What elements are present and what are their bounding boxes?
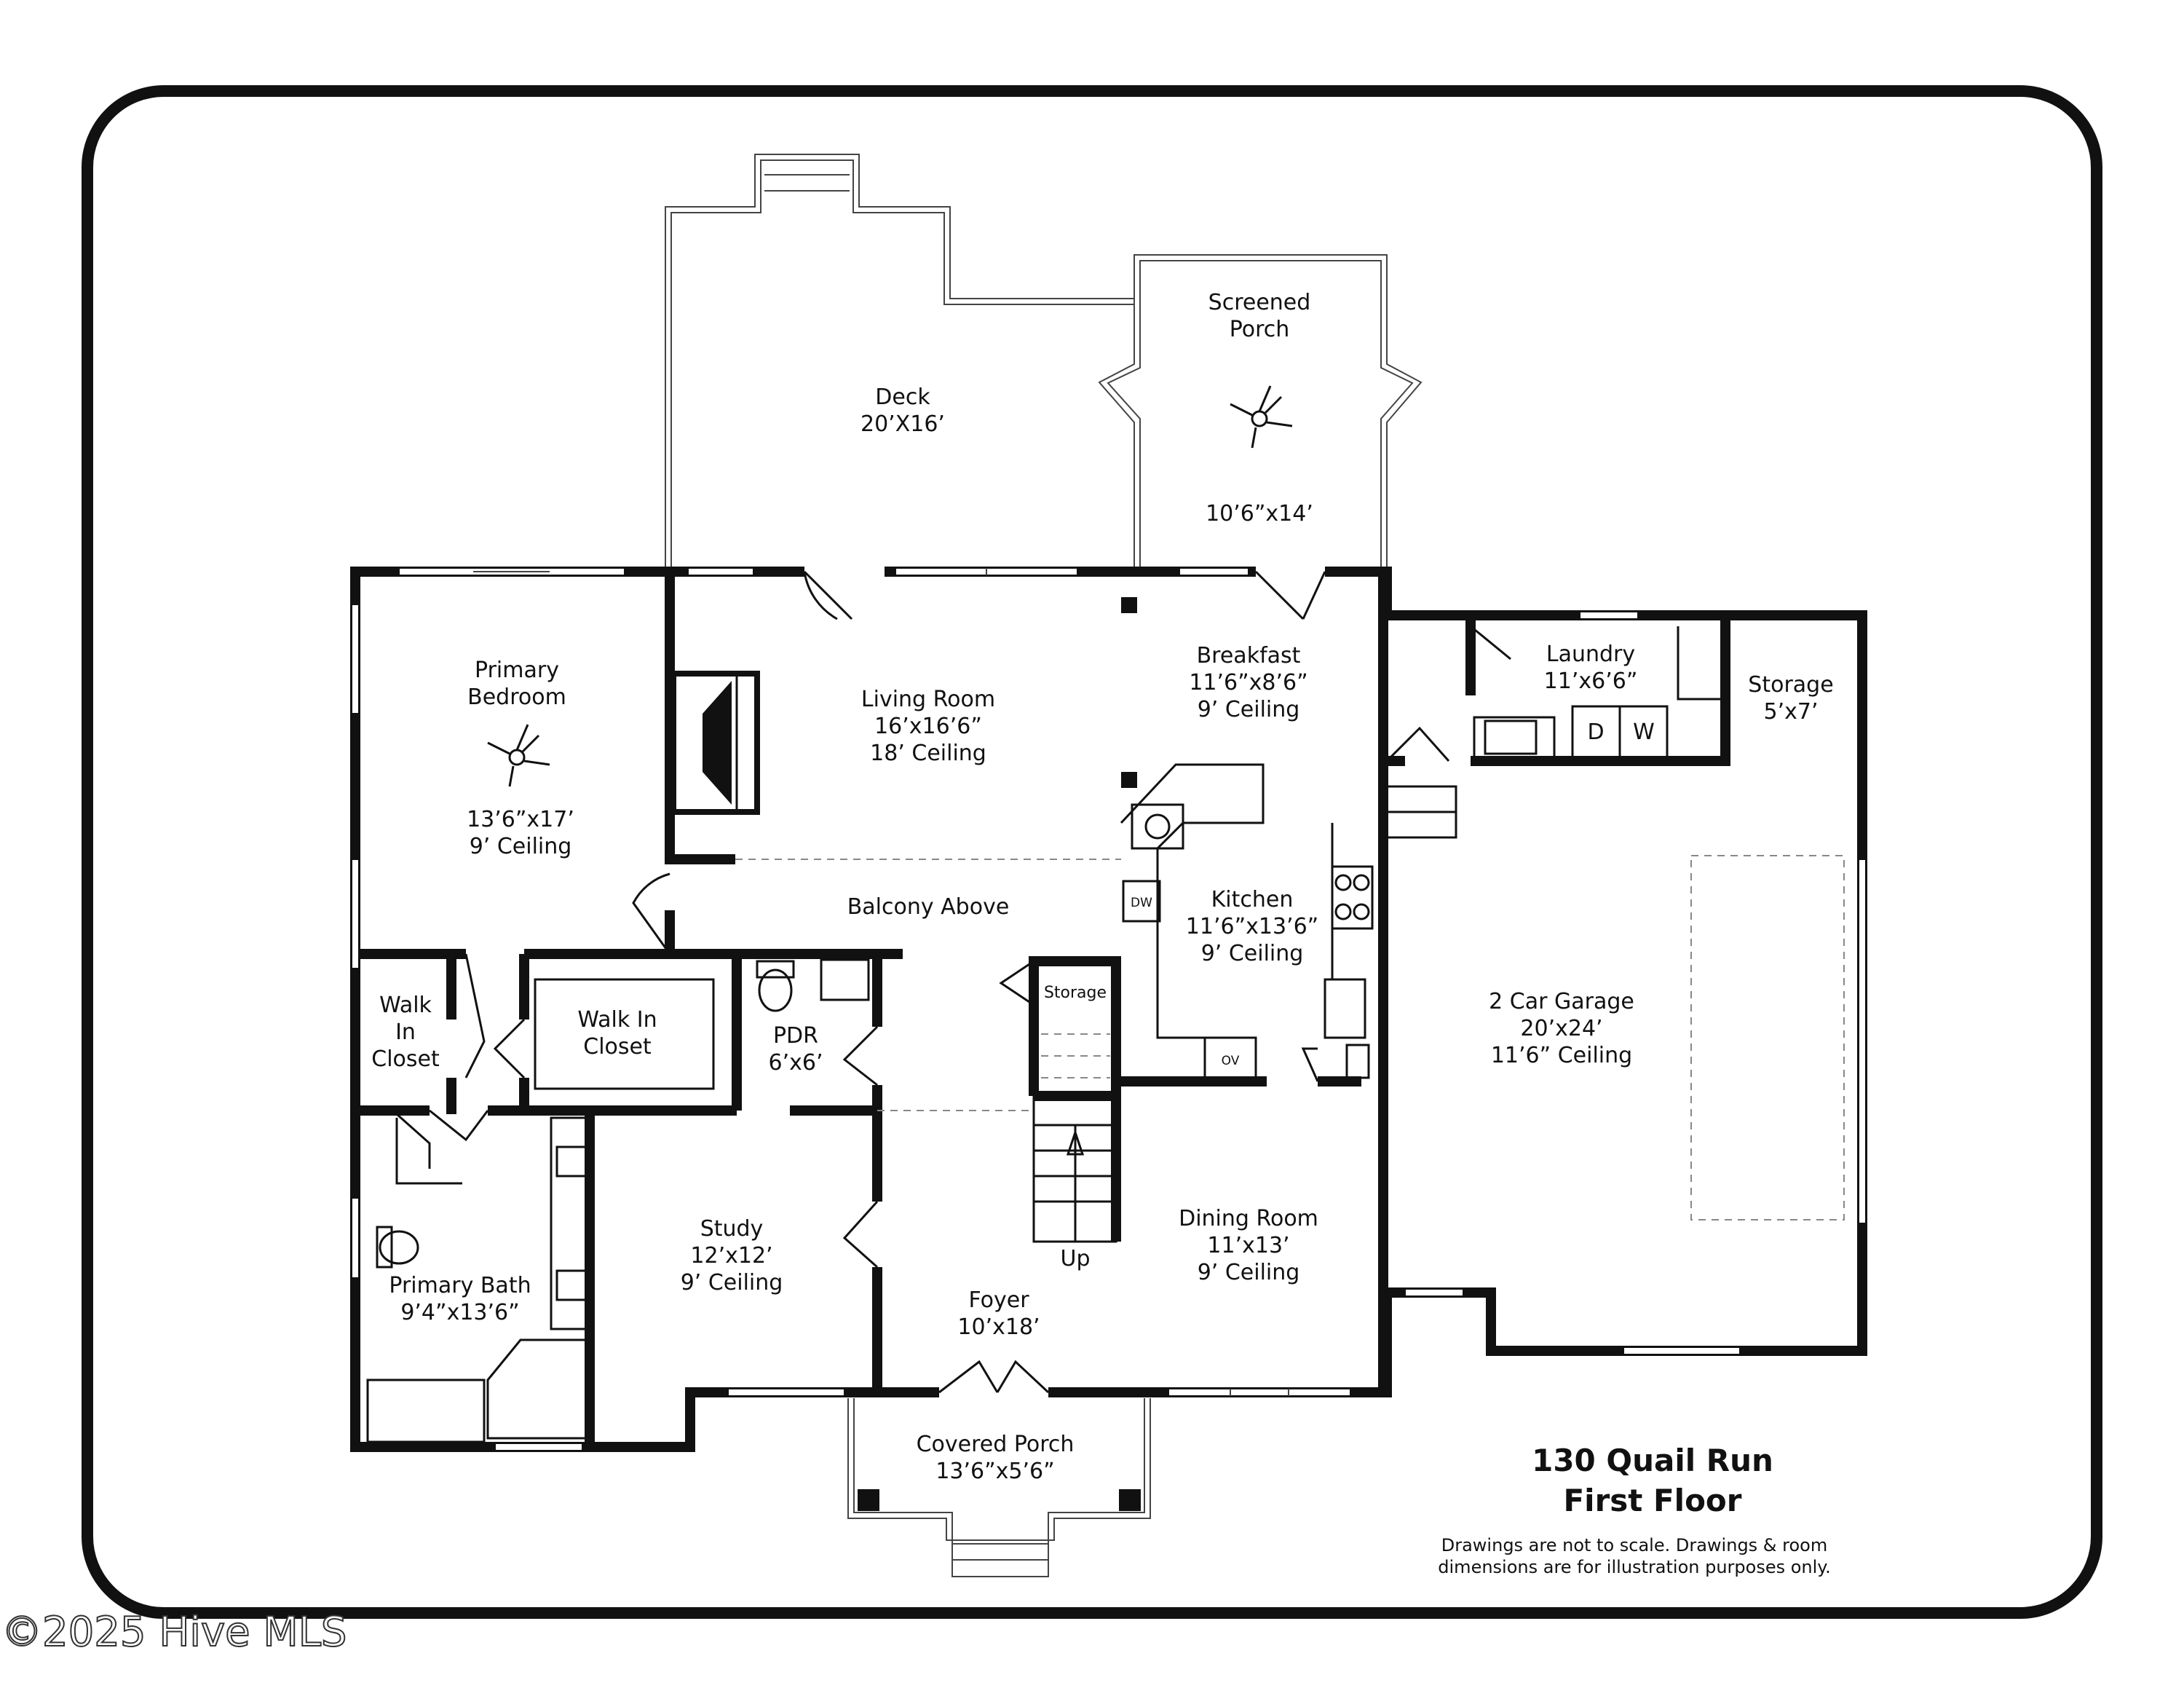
bath-fixtures [366, 1116, 593, 1443]
walk-in-closet-1-line1: Walk [379, 993, 432, 1018]
living-room-ceiling: 18’ Ceiling [870, 741, 986, 766]
washer-label: W [1633, 719, 1655, 745]
porch-post [1119, 1489, 1141, 1511]
primary-bedroom-ceiling: 9’ Ceiling [470, 834, 572, 859]
foyer-name: Foyer [968, 1287, 1029, 1313]
stairs-up-label: Up [1060, 1246, 1090, 1271]
staircase [1032, 1033, 1117, 1243]
screened-porch-outline [1098, 254, 1423, 568]
dryer-label: D [1587, 719, 1604, 745]
laundry-fixtures [1473, 626, 1722, 759]
dining-room-name: Dining Room [1179, 1206, 1318, 1231]
windows [351, 567, 1867, 1451]
primary-bedroom-name-1: Primary [475, 658, 559, 683]
primary-bath-name: Primary Bath [389, 1273, 531, 1298]
storage-garage-name: Storage [1748, 672, 1833, 698]
walk-in-closet-2-line2: Closet [583, 1034, 652, 1060]
oven-label: OV [1222, 1054, 1240, 1068]
breakfast-name: Breakfast [1197, 643, 1301, 669]
covered-porch-dims: 13’6”x5’6” [935, 1459, 1054, 1484]
column-post [1121, 597, 1137, 613]
garage-ceiling: 11’6” Ceiling [1491, 1043, 1632, 1068]
screened-porch-name-1: Screened [1208, 290, 1311, 315]
fireplace [670, 671, 760, 815]
screened-porch-dims: 10’6”x14’ [1206, 501, 1313, 526]
page-frame [82, 85, 2102, 1619]
closet-shelf [534, 978, 715, 1090]
plan-subtitle: First Floor [1563, 1483, 1741, 1518]
kitchen-ceiling: 9’ Ceiling [1201, 941, 1304, 966]
deck-outline [665, 154, 1134, 568]
laundry-dims: 11’x6’6” [1544, 669, 1638, 694]
deck-name: Deck [875, 384, 930, 410]
ceiling-fan-icon [487, 724, 550, 787]
pdr-dims: 6’x6’ [769, 1050, 823, 1076]
screened-porch-name-2: Porch [1230, 317, 1290, 342]
primary-bath-dims: 9’4”x13’6” [400, 1300, 519, 1325]
storage-stair-name: Storage [1044, 984, 1107, 1002]
primary-bedroom-dims: 13’6”x17’ [467, 807, 574, 832]
kitchen-dims: 11’6”x13’6” [1186, 914, 1318, 939]
storage-garage-dims: 5’x7’ [1764, 699, 1819, 725]
living-room-name: Living Room [861, 687, 995, 712]
disclaimer-line1: Drawings are not to scale. Drawings & ro… [1441, 1535, 1827, 1555]
breakfast-ceiling: 9’ Ceiling [1198, 697, 1300, 722]
watermark: ©2025 Hive MLS [1, 1609, 347, 1656]
garage-dims: 20’x24’ [1520, 1016, 1602, 1041]
laundry-name: Laundry [1546, 642, 1635, 667]
plan-title: 130 Quail Run [1532, 1443, 1773, 1478]
study-ceiling: 9’ Ceiling [681, 1270, 783, 1295]
garage-name: 2 Car Garage [1489, 989, 1634, 1014]
dining-room-ceiling: 9’ Ceiling [1198, 1260, 1300, 1285]
dining-room-dims: 11’x13’ [1207, 1233, 1289, 1258]
walk-in-closet-1-line3: Closet [371, 1046, 440, 1072]
pdr-name: PDR [773, 1023, 818, 1049]
study-name: Study [700, 1216, 764, 1242]
porch-post [858, 1489, 879, 1511]
pdr-fixtures [756, 958, 870, 1012]
breakfast-dims: 11’6”x8’6” [1189, 670, 1307, 695]
garage-steps [1385, 785, 1457, 839]
covered-porch-name: Covered Porch [917, 1432, 1075, 1457]
deck-dims: 20’X16’ [860, 411, 945, 437]
doors [396, 570, 1511, 1394]
kitchen-counters [1120, 763, 1374, 1083]
walk-in-closet-1-line2: In [395, 1019, 416, 1045]
primary-bedroom-name-2: Bedroom [467, 685, 566, 710]
garage-door-outline [1690, 855, 1845, 1220]
disclaimer-line2: dimensions are for illustration purposes… [1438, 1557, 1830, 1577]
living-room-dims: 16’x16’6” [874, 714, 982, 739]
kitchen-name: Kitchen [1211, 887, 1294, 912]
walk-in-closet-2-line1: Walk In [577, 1007, 657, 1033]
ceiling-fan-icon [1230, 385, 1293, 449]
balcony-name: Balcony Above [847, 894, 1010, 920]
foyer-dims: 10’x18’ [957, 1314, 1040, 1340]
column-post [1121, 772, 1137, 788]
dishwasher-label: DW [1131, 896, 1152, 910]
study-dims: 12’x12’ [690, 1243, 772, 1269]
